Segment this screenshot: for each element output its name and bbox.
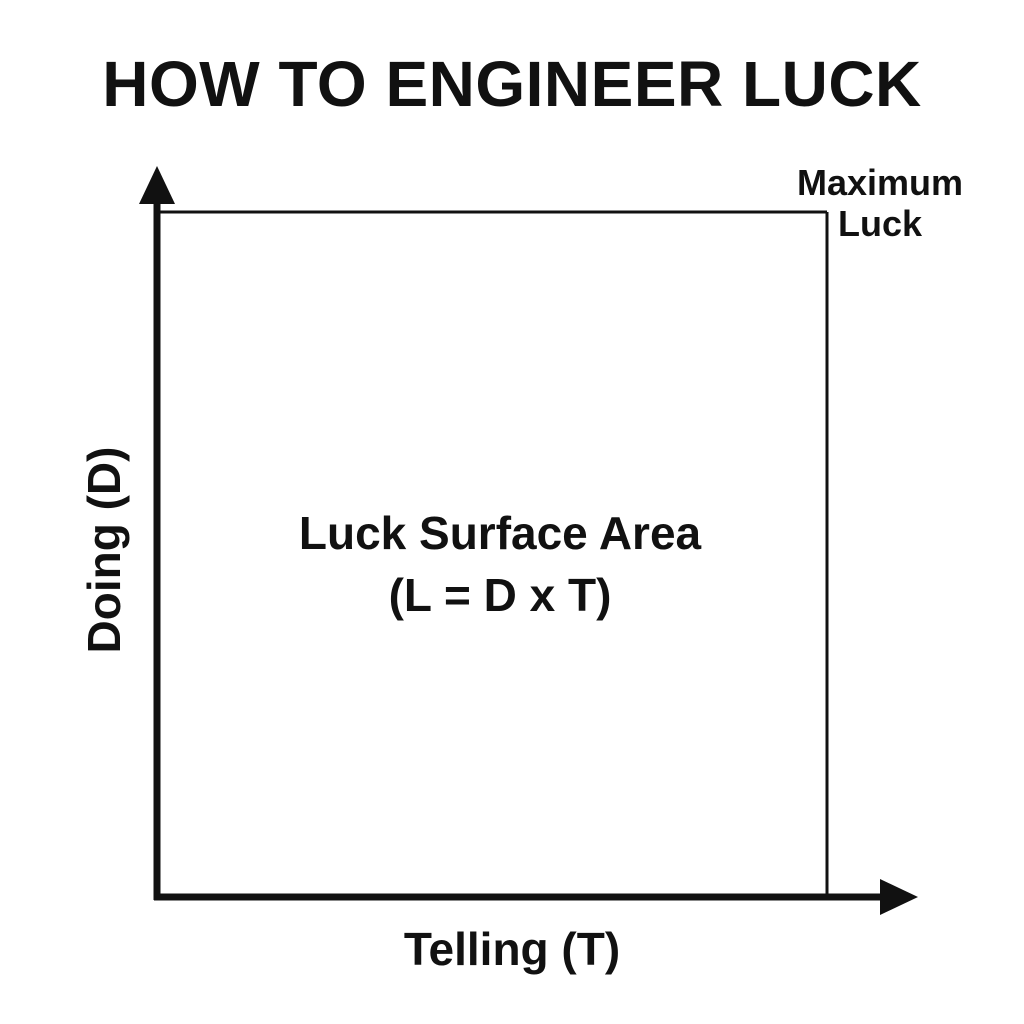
luck-formula: (L = D x T) xyxy=(388,569,612,621)
x-axis-arrowhead xyxy=(880,879,918,915)
y-axis-arrowhead xyxy=(139,166,175,204)
maximum-luck-line-1: Maximum xyxy=(796,162,964,203)
luck-surface-area-label: Luck Surface Area (L = D x T) xyxy=(299,502,701,626)
maximum-luck-label: Maximum Luck xyxy=(770,162,990,244)
diagram-title: HOW TO ENGINEER LUCK xyxy=(102,48,922,120)
maximum-luck-line-2: Luck xyxy=(837,203,923,244)
x-axis-label: Telling (T) xyxy=(403,923,621,975)
y-axis-label: Doing (D) xyxy=(78,446,130,654)
luck-surface-area-name: Luck Surface Area xyxy=(298,507,702,559)
